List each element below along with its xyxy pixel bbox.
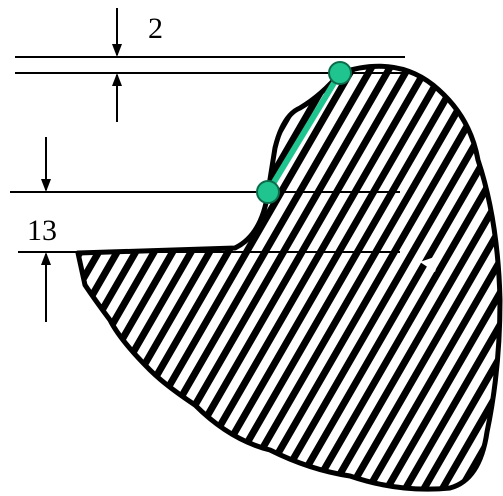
hatch-gap [420,255,440,272]
arrow-lower-down-head [41,179,51,192]
highlight-segment [256,61,352,204]
arrow-top-down-head [112,44,122,57]
arrow-lower-up-head [41,252,51,265]
dimension-label-lower: 13 [27,214,57,247]
section-outline [75,63,503,492]
segment-endpoint-bottom [256,180,280,204]
segment-endpoint-top [328,61,352,85]
dimension-label-top: 2 [148,12,163,45]
segment-line [265,70,343,195]
arrow-top-up-head [112,73,122,86]
dimension-arrows [41,8,122,322]
